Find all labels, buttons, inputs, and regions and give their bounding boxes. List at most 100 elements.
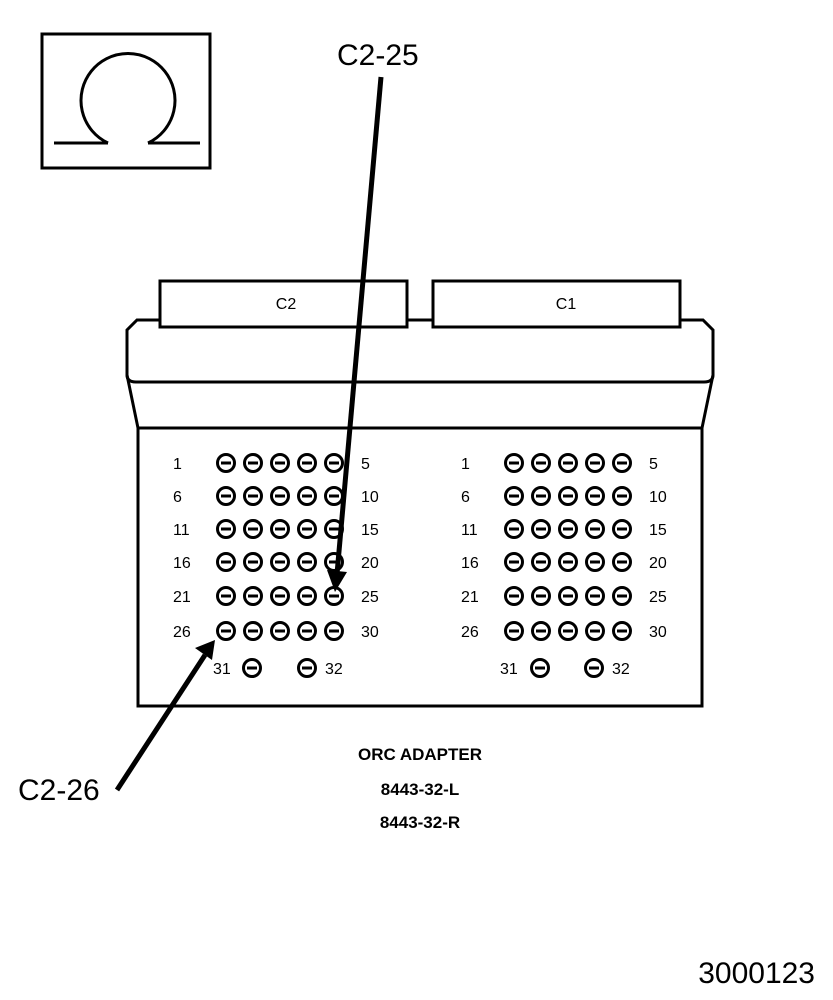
pin-socket-icon bbox=[270, 453, 290, 473]
pin-row-start-label: 26 bbox=[461, 624, 479, 641]
pin-row-end-label: 20 bbox=[361, 555, 379, 572]
pin-row-start-label: 21 bbox=[173, 589, 191, 606]
pin-socket-icon bbox=[324, 586, 344, 606]
pin-socket-icon bbox=[504, 486, 524, 506]
pin-socket-icon bbox=[504, 586, 524, 606]
pin-row-start-label: 11 bbox=[173, 522, 190, 539]
pin-socket-icon bbox=[216, 552, 236, 572]
pin-socket-icon bbox=[324, 453, 344, 473]
pin-socket-icon bbox=[270, 486, 290, 506]
pin-socket-icon bbox=[243, 519, 263, 539]
pin-row: 11 15 bbox=[461, 519, 667, 539]
pin-row-start-label: 21 bbox=[461, 589, 479, 606]
pin-socket-icon bbox=[297, 486, 317, 506]
pin-socket-icon bbox=[612, 453, 632, 473]
pin-socket-icon bbox=[297, 621, 317, 641]
pin-socket-icon bbox=[585, 453, 605, 473]
pin-socket-icon bbox=[243, 453, 263, 473]
pin-row: 26 30 bbox=[461, 621, 667, 641]
pin-extra-end-label: 32 bbox=[325, 661, 343, 678]
pin-socket-icon bbox=[612, 621, 632, 641]
pin-socket-icon bbox=[585, 552, 605, 572]
caption-part-right: 8443-32-R bbox=[380, 813, 460, 832]
pin-row-start-label: 26 bbox=[173, 624, 191, 641]
pin-socket-icon bbox=[270, 586, 290, 606]
pin-row: 21 25 bbox=[173, 586, 379, 606]
pin-row-end-label: 5 bbox=[649, 456, 658, 473]
pin-socket-icon bbox=[270, 552, 290, 572]
pin-socket-icon bbox=[243, 586, 263, 606]
pin-row-end-label: 30 bbox=[649, 624, 667, 641]
pin-socket-icon bbox=[531, 586, 551, 606]
pin-row-start-label: 1 bbox=[461, 456, 470, 473]
pin-socket-icon bbox=[297, 453, 317, 473]
pin-extra-start-label: 31 bbox=[500, 661, 518, 678]
pin-row-end-label: 25 bbox=[649, 589, 667, 606]
adapter-body bbox=[125, 279, 715, 708]
pin-row-end-label: 25 bbox=[361, 589, 379, 606]
pin-socket-icon bbox=[297, 586, 317, 606]
pin-socket-icon bbox=[243, 552, 263, 572]
pin-socket-icon bbox=[558, 486, 578, 506]
callout-c2-25-label: C2-25 bbox=[337, 39, 419, 72]
pin-socket-icon bbox=[216, 453, 236, 473]
pin-row-end-label: 15 bbox=[649, 522, 667, 539]
pin-socket-icon bbox=[242, 658, 262, 678]
callout-c2-26-arrow bbox=[114, 640, 215, 792]
pin-socket-icon bbox=[243, 486, 263, 506]
ohm-symbol-icon bbox=[40, 32, 212, 170]
pin-row-end-label: 15 bbox=[361, 522, 379, 539]
pin-socket-icon bbox=[585, 586, 605, 606]
pin-socket-icon bbox=[585, 486, 605, 506]
pin-socket-icon bbox=[270, 519, 290, 539]
pin-socket-icon bbox=[558, 586, 578, 606]
pin-socket-icon bbox=[504, 453, 524, 473]
caption-title: ORC ADAPTER bbox=[358, 745, 482, 764]
pin-socket-icon bbox=[504, 519, 524, 539]
pin-socket-icon bbox=[270, 621, 290, 641]
connector-header-label: C1 bbox=[556, 296, 577, 313]
pin-socket-icon bbox=[216, 486, 236, 506]
pin-socket-icon bbox=[297, 552, 317, 572]
pin-socket-icon bbox=[612, 519, 632, 539]
pin-socket-icon bbox=[558, 453, 578, 473]
pin-socket-icon bbox=[530, 658, 550, 678]
pin-socket-icon bbox=[324, 621, 344, 641]
pin-socket-icon bbox=[531, 621, 551, 641]
pin-row: 26 30 bbox=[173, 621, 379, 641]
pin-socket-icon bbox=[612, 486, 632, 506]
pin-row-end-label: 5 bbox=[361, 456, 370, 473]
pin-row-start-label: 1 bbox=[173, 456, 182, 473]
pin-socket-icon bbox=[297, 658, 317, 678]
pin-socket-icon bbox=[585, 519, 605, 539]
figure-number: 3000123 bbox=[698, 957, 815, 990]
pin-socket-icon bbox=[585, 621, 605, 641]
pin-socket-icon bbox=[531, 453, 551, 473]
callout-c2-26-label: C2-26 bbox=[18, 774, 100, 807]
pin-row-end-label: 30 bbox=[361, 624, 379, 641]
pin-socket-icon bbox=[243, 621, 263, 641]
callout-c2-25-arrow bbox=[327, 76, 384, 592]
pin-socket-icon bbox=[216, 586, 236, 606]
pin-socket-icon bbox=[504, 552, 524, 572]
pin-socket-icon bbox=[584, 658, 604, 678]
pin-socket-icon bbox=[531, 519, 551, 539]
pin-row-start-label: 11 bbox=[461, 522, 478, 539]
pin-socket-icon bbox=[612, 552, 632, 572]
pin-row-start-label: 6 bbox=[173, 489, 182, 506]
pin-socket-icon bbox=[504, 621, 524, 641]
pin-row-end-label: 20 bbox=[649, 555, 667, 572]
pin-row: 21 25 bbox=[461, 586, 667, 606]
pin-socket-icon bbox=[531, 486, 551, 506]
callout-lines bbox=[114, 76, 384, 792]
